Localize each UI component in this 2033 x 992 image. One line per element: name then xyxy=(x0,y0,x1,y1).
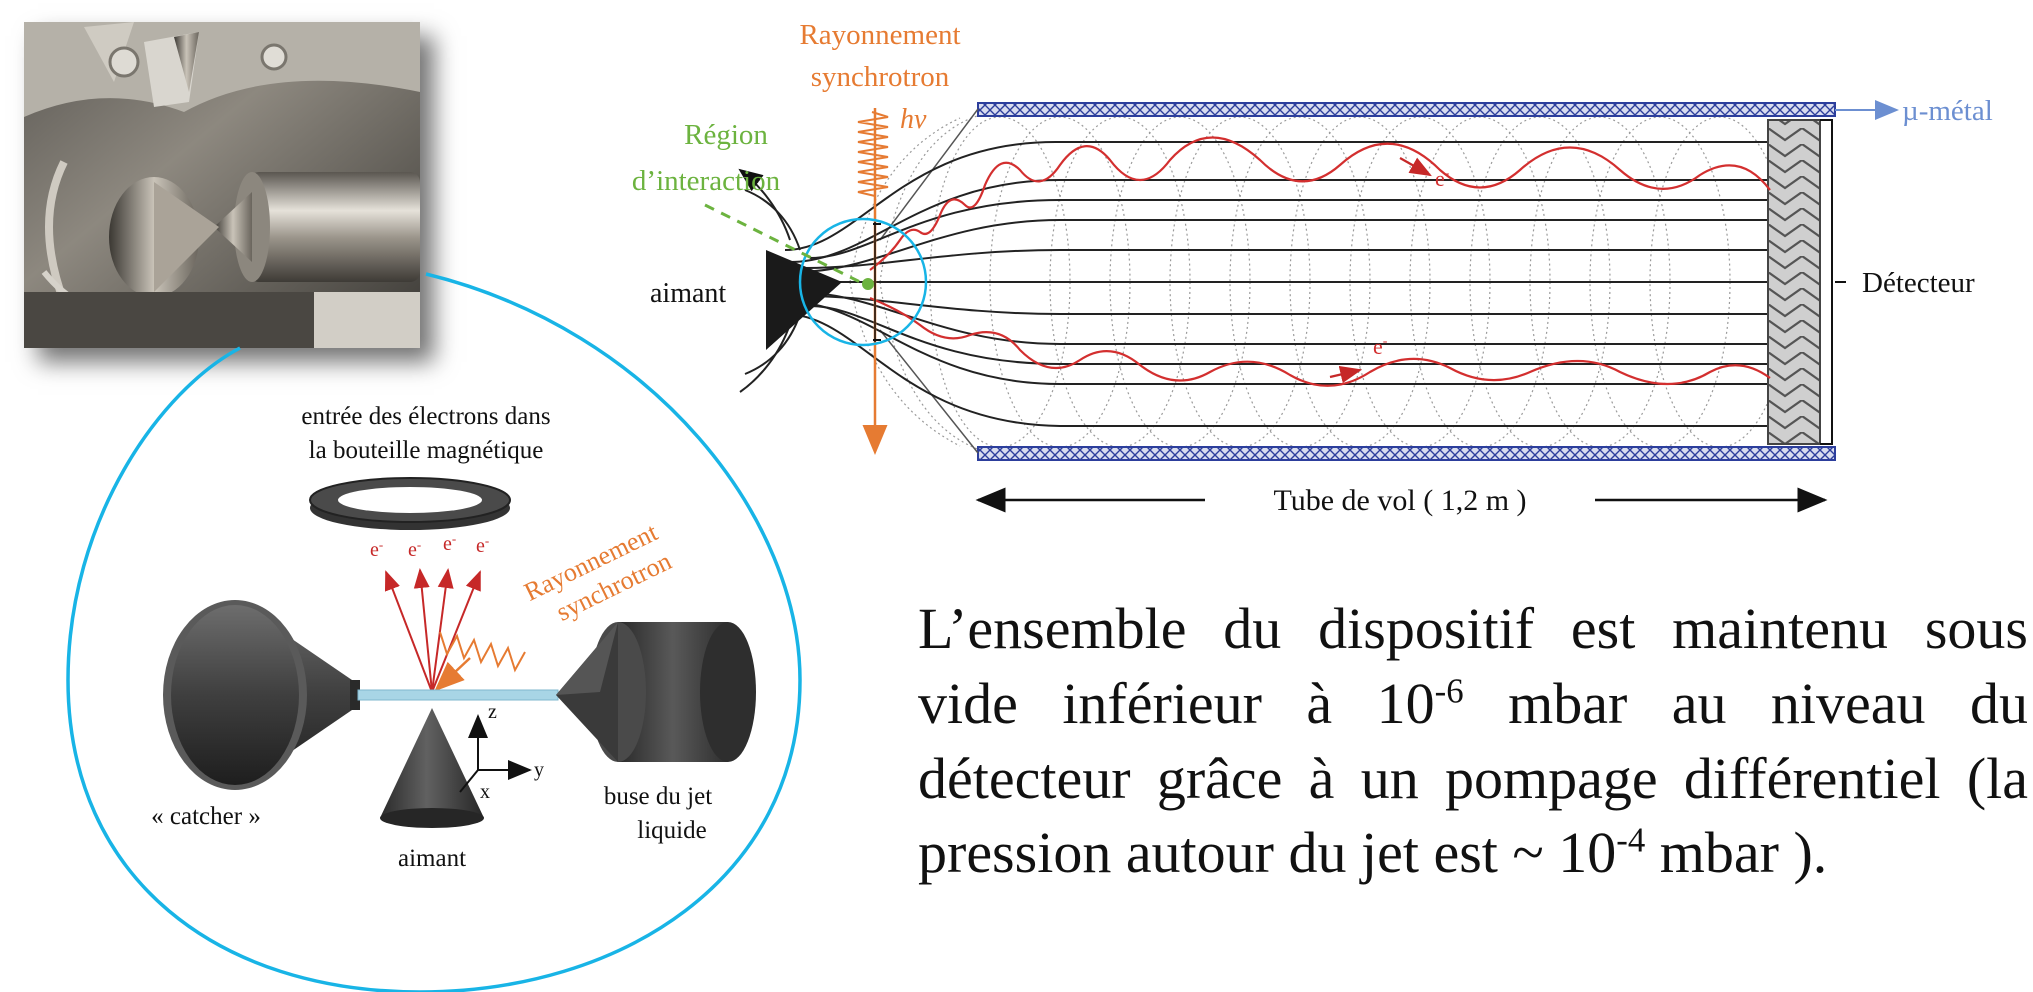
photon-symbol-label: hν xyxy=(900,104,927,135)
interaction-point xyxy=(862,278,874,290)
tube-length-label: Tube de vol ( 1,2 m ) xyxy=(1273,484,1526,517)
entry-label-line2: la bouteille magnétique xyxy=(309,437,544,464)
inset-magnet-cone xyxy=(380,708,484,828)
inset-electron-2: e- xyxy=(408,537,421,561)
tube-wall-bottom xyxy=(977,446,1836,461)
apparatus-photo xyxy=(24,22,420,348)
electron-arrows xyxy=(384,568,481,693)
inset-diagram: e- e- e- e- Rayonnement synchrotron xyxy=(66,272,802,992)
photon-wave xyxy=(857,111,889,197)
electron-label-top: e- xyxy=(1435,166,1450,191)
nozzle-label-line1: buse du jet xyxy=(604,783,712,810)
entry-label-line1: entrée des électrons dans xyxy=(301,403,550,430)
inset-zoom-circle xyxy=(66,272,802,992)
electron-trajectory-bottom xyxy=(869,296,1771,387)
synchrotron-label-line1: Rayonnement xyxy=(799,19,960,51)
field-lines xyxy=(738,140,1780,427)
inset-photon-wave xyxy=(439,631,526,673)
nozzle xyxy=(556,622,756,762)
inset-electron-3: e- xyxy=(443,531,456,555)
flight-tube-diagram: Rayonnement synchrotron hν Région d’inte… xyxy=(632,19,1993,517)
catcher-label: « catcher » xyxy=(151,803,261,830)
inset-electron-1: e- xyxy=(370,537,383,561)
catcher-cone xyxy=(163,600,360,790)
electron-trajectory-top xyxy=(869,136,1771,271)
description-paragraph: L’ensemble du dispositif est maintenu so… xyxy=(918,596,2028,886)
electron-label-bottom: e- xyxy=(1373,334,1388,359)
detector-label: Détecteur xyxy=(1862,267,1975,299)
magnet-label-side: aimant xyxy=(650,278,726,309)
interaction-label-line1: Région xyxy=(684,119,768,151)
nozzle-label-line2: liquide xyxy=(637,817,706,844)
detector xyxy=(1767,119,1821,445)
magnet-cone-side xyxy=(766,250,842,350)
axis-y-label: y xyxy=(534,759,544,781)
coordinate-axes xyxy=(459,714,532,793)
tube-wall-top xyxy=(977,102,1836,117)
inset-electron-4: e- xyxy=(476,533,489,557)
synchrotron-label-line2: synchrotron xyxy=(811,61,950,93)
mu-metal-label: µ-métal xyxy=(1902,95,1993,127)
interaction-label-line2: d’interaction xyxy=(632,165,781,197)
liquid-jet xyxy=(357,689,559,701)
axis-x-label: x xyxy=(480,781,490,803)
inset-magnet-label: aimant xyxy=(398,845,466,872)
interaction-pointer xyxy=(704,203,861,284)
axis-z-label: z xyxy=(488,701,497,723)
interaction-region-circle xyxy=(798,217,928,347)
